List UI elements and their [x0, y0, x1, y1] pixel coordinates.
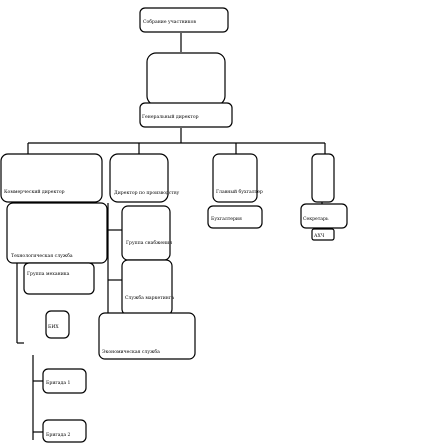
node-box [207, 205, 263, 229]
node-box [212, 153, 258, 203]
node-mechanics-group: Группа механика [23, 262, 95, 295]
node-economic-service: Экономическая служба [98, 312, 196, 360]
node-marketing-service: Служба маркетинга [121, 259, 174, 316]
node-aho: АХЧ [311, 228, 335, 241]
blank-node [146, 52, 226, 106]
node-label: Бригада 2 [46, 432, 71, 438]
node-box [121, 259, 173, 316]
node-meeting: Собрание участников [139, 7, 229, 33]
node-commercial-director: Коммерческий директор [0, 153, 103, 203]
node-label: Директор по производству [114, 190, 180, 196]
node-director-production: Директор по производству [109, 153, 180, 203]
node-bih: БИХ [45, 310, 70, 339]
node-box [300, 203, 348, 229]
node-box [42, 419, 87, 443]
node-box [0, 153, 103, 203]
node-box [45, 310, 70, 339]
node-secretary: Секретарь [300, 153, 348, 229]
node-label: Коммерческий директор [4, 189, 65, 195]
node-box [139, 102, 233, 128]
node-label: Служба маркетинга [125, 294, 174, 301]
node-label: Секретарь [303, 216, 329, 222]
node-general-director: Генеральный директор [139, 102, 233, 128]
node-label: АХЧ [314, 233, 325, 239]
node-box [121, 205, 171, 261]
node-supply-group: Группа снабжения [121, 205, 172, 261]
node-box [98, 312, 196, 360]
node-label: Экономическая служба [102, 348, 160, 355]
node-label: Группа механика [27, 271, 70, 277]
node-label: Группа снабжения [126, 239, 172, 246]
node-box [23, 262, 95, 295]
node-box [311, 228, 335, 241]
node-brigade-1: Бригада 1 [42, 368, 87, 394]
node-brigade-2: Бригада 2 [42, 419, 87, 443]
node-box [42, 368, 87, 394]
node-label: Собрание участников [143, 18, 196, 25]
node-label: Бригада 1 [46, 380, 71, 386]
node-chief-accountant: Главный бухгалтер [212, 153, 263, 203]
node-label: БИХ [48, 324, 59, 330]
node-box [109, 153, 169, 203]
node-tech-service: Технологическая служба [6, 202, 108, 264]
node-box [139, 7, 229, 33]
node-label: Бухгалтерия [211, 216, 242, 222]
node-box [311, 153, 335, 203]
node-label: Генеральный директор [142, 114, 199, 120]
node-label: Технологическая служба [11, 252, 73, 259]
node-accounting: Бухгалтерия [207, 205, 263, 229]
node-label: Главный бухгалтер [216, 188, 263, 195]
